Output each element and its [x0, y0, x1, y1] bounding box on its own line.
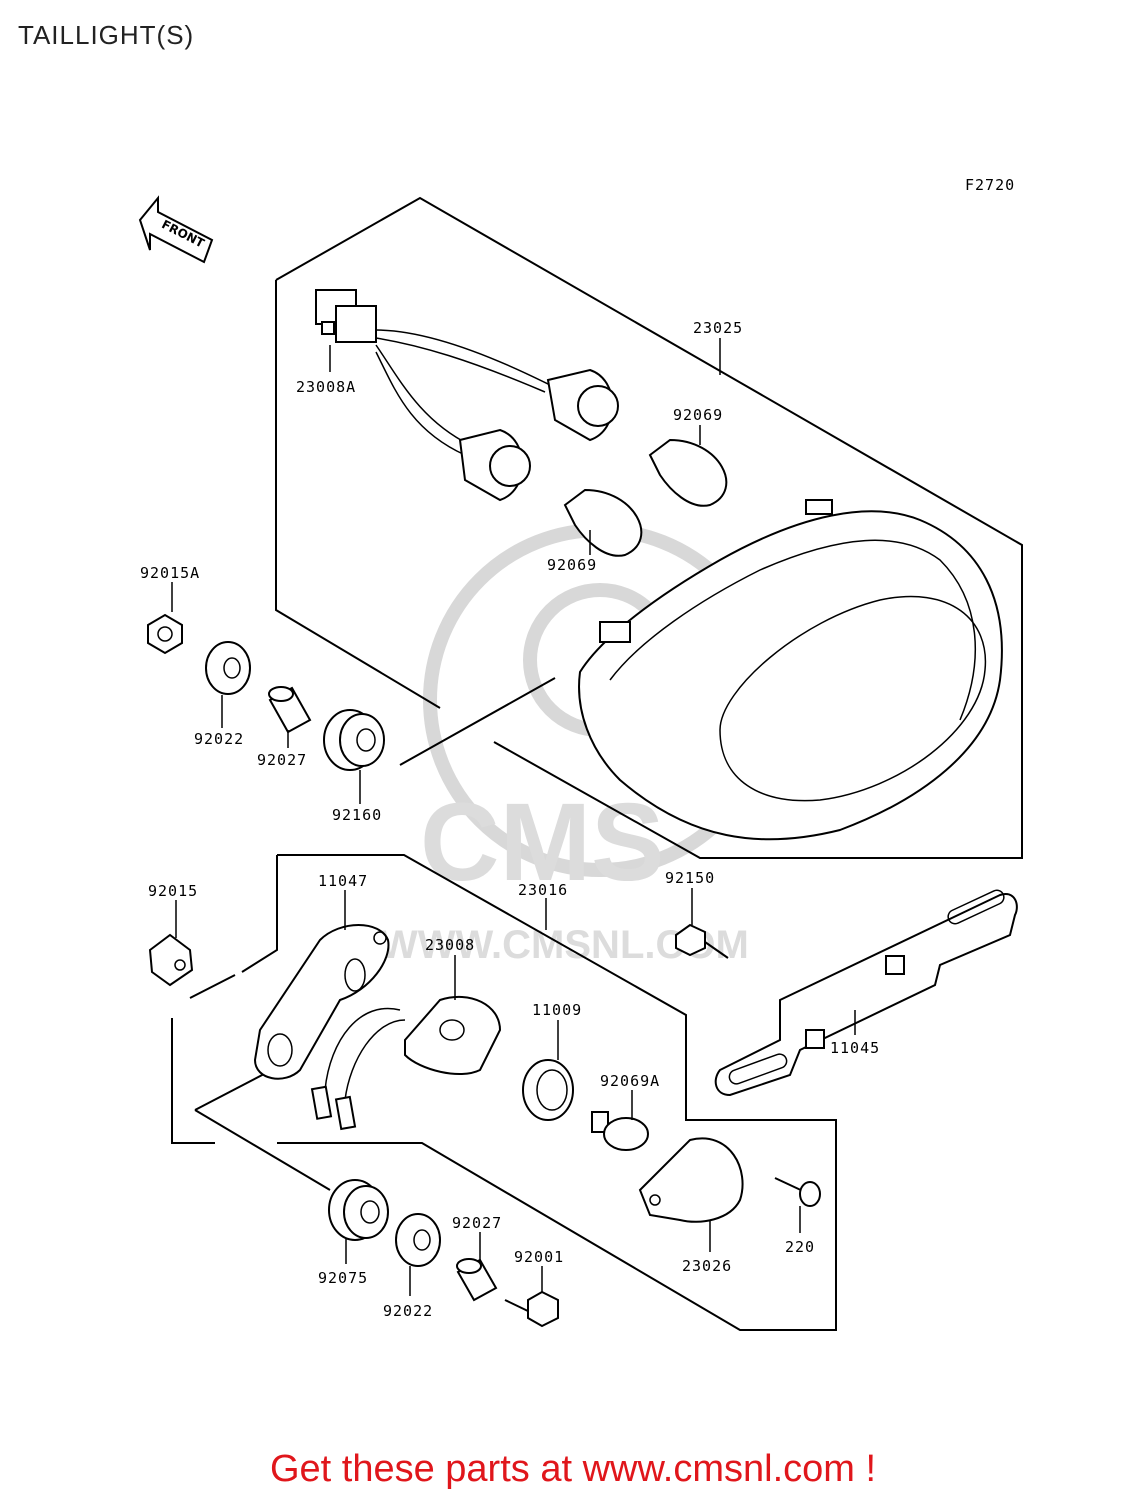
- bracket-11047: [253, 924, 390, 1080]
- taillight-lens-23025: [578, 499, 1003, 841]
- part-label: 92150: [665, 869, 715, 887]
- collar-92027-lower: [456, 1258, 498, 1302]
- part-label: 92069: [547, 556, 597, 574]
- footer-link[interactable]: Get these parts at www.cmsnl.com !: [269, 1448, 877, 1490]
- grommet-92160: [323, 709, 385, 771]
- part-label: 23026: [682, 1257, 732, 1275]
- bolt-92150: [675, 923, 729, 959]
- part-label: 23008: [425, 936, 475, 954]
- upper-assembly-outline: [275, 196, 1023, 859]
- bulb-92069a: [591, 1111, 649, 1151]
- connector-23008a: [315, 289, 619, 502]
- part-label: 92022: [383, 1302, 433, 1320]
- washer-92022-lower: [395, 1213, 441, 1267]
- part-label: 92015A: [140, 564, 200, 582]
- part-label: 92015: [148, 882, 198, 900]
- part-label: 92022: [194, 730, 244, 748]
- page-title: TAILLIGHT(S): [18, 20, 195, 50]
- bolt-92001: [504, 1290, 559, 1328]
- license-bracket-11045: [714, 889, 1018, 1097]
- license-lens-23026: [638, 1137, 744, 1223]
- part-label: 92027: [257, 751, 307, 769]
- license-light-socket-23008: [310, 995, 502, 1131]
- part-label: 23025: [693, 319, 743, 337]
- part-label: 92069A: [600, 1072, 660, 1090]
- grommet-92075: [328, 1179, 389, 1241]
- part-label: 23008A: [296, 378, 356, 396]
- part-label: 23016: [518, 881, 568, 899]
- part-label: 92160: [332, 806, 382, 824]
- part-label: 92075: [318, 1269, 368, 1287]
- part-label: 92069: [673, 406, 723, 424]
- part-label: 11009: [532, 1001, 582, 1019]
- leader-lines: [171, 338, 856, 1296]
- gasket-11009: [522, 1059, 574, 1121]
- nut-92015a: [147, 613, 183, 655]
- part-label: 92001: [514, 1248, 564, 1266]
- part-label: 220: [785, 1238, 815, 1256]
- screw-220: [774, 1177, 821, 1207]
- figure-code: F2720: [965, 176, 1015, 194]
- collar-92027-upper: [268, 686, 312, 734]
- front-arrow-icon: FRONT: [138, 195, 214, 264]
- part-label: 11047: [318, 872, 368, 890]
- clip-92015: [148, 933, 194, 987]
- washer-92022-upper: [205, 641, 251, 695]
- part-label: 92027: [452, 1214, 502, 1232]
- watermark-brand: CMS: [420, 781, 664, 904]
- bulb-92069: [563, 438, 728, 557]
- part-label: 11045: [830, 1039, 880, 1057]
- part-labels: F2720 23025 23008A 92069 92069 92015A 92…: [140, 176, 1015, 1320]
